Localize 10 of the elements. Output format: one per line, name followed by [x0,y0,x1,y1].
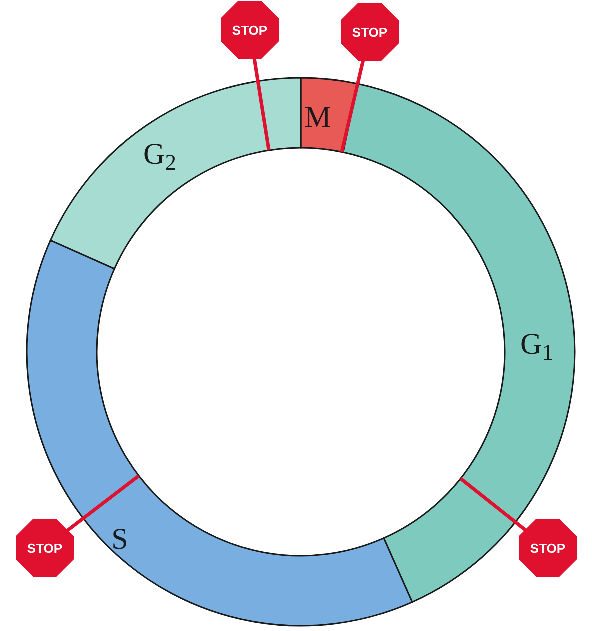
phase-label: S [112,525,128,555]
phase-label: G$_{1}$ [520,330,554,360]
leader-line [460,477,528,533]
stop-sign: STOP [16,519,74,577]
phase-label: M [304,103,332,133]
leader-line [65,474,140,533]
stop-sign: STOP [519,519,577,577]
phase-label: G$_{2}$ [144,140,176,170]
stop-sign: STOP [341,3,399,61]
stop-sign: STOP [221,1,279,59]
